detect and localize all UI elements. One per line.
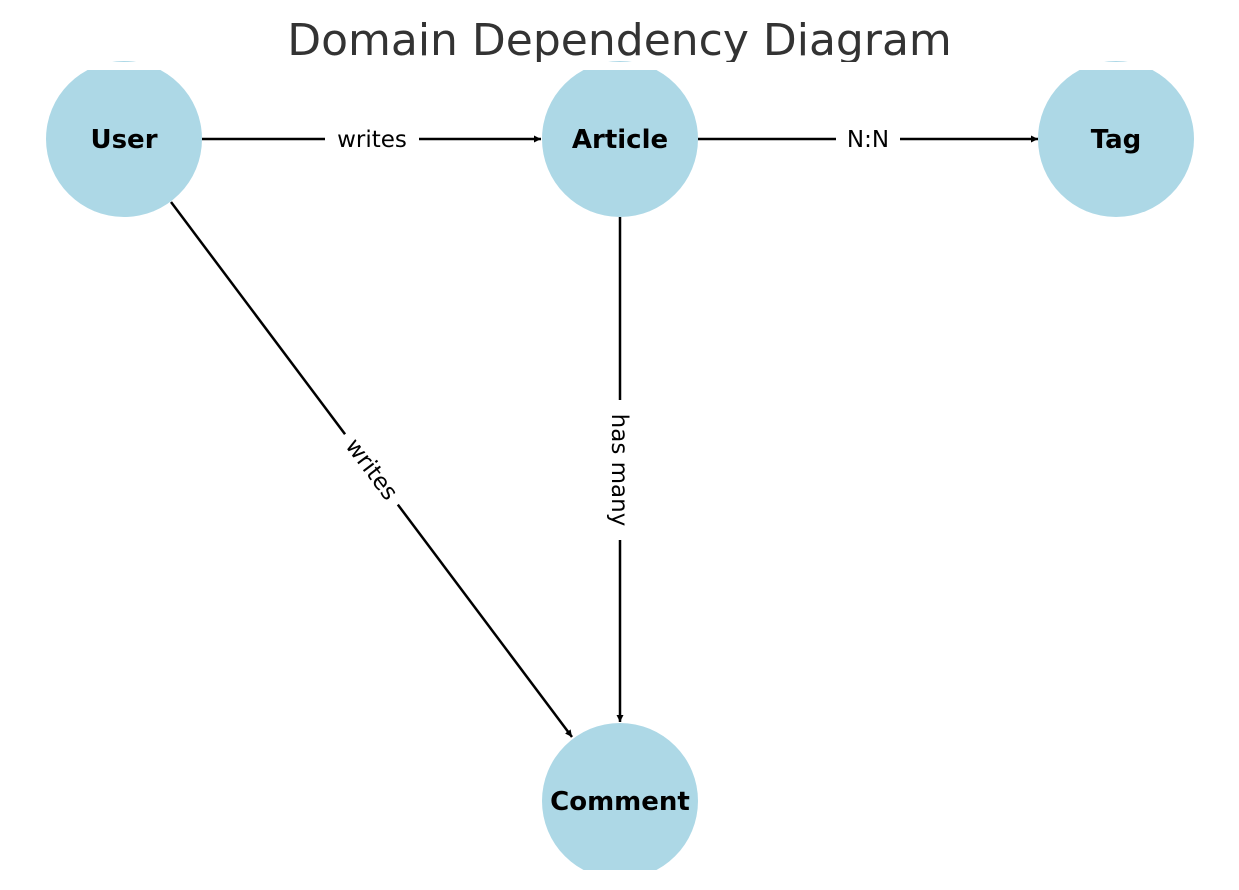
edge-label-user-comment: writes	[333, 424, 411, 514]
bottom-crop-mask	[0, 870, 1239, 890]
node-article: Article	[542, 61, 698, 217]
diagram-title: Domain Dependency Diagram	[287, 15, 952, 66]
edge-label-user-article-text: writes	[337, 127, 407, 153]
node-comment-label: Comment	[550, 787, 690, 817]
node-tag-label: Tag	[1091, 125, 1142, 155]
node-user: User	[46, 61, 202, 217]
edge-label-article-tag-text: N:N	[847, 127, 889, 153]
node-user-circle	[46, 61, 202, 217]
node-article-circle	[542, 61, 698, 217]
edge-label-user-article: writes	[325, 124, 419, 154]
edge-label-article-tag: N:N	[836, 124, 900, 154]
nodes-layer: User Article Tag Comment	[46, 61, 1194, 879]
edge-labels-layer: writes N:N has many writes	[325, 124, 900, 540]
edge-label-article-comment: has many	[605, 400, 635, 540]
node-comment-circle	[542, 723, 698, 879]
node-tag-circle	[1038, 61, 1194, 217]
edges-layer	[169, 135, 1038, 738]
edge-label-article-comment-text: has many	[606, 414, 632, 527]
node-comment: Comment	[542, 723, 698, 879]
node-user-label: User	[90, 125, 157, 155]
top-crop-mask	[0, 62, 1239, 70]
node-tag: Tag	[1038, 61, 1194, 217]
node-article-label: Article	[572, 125, 668, 155]
